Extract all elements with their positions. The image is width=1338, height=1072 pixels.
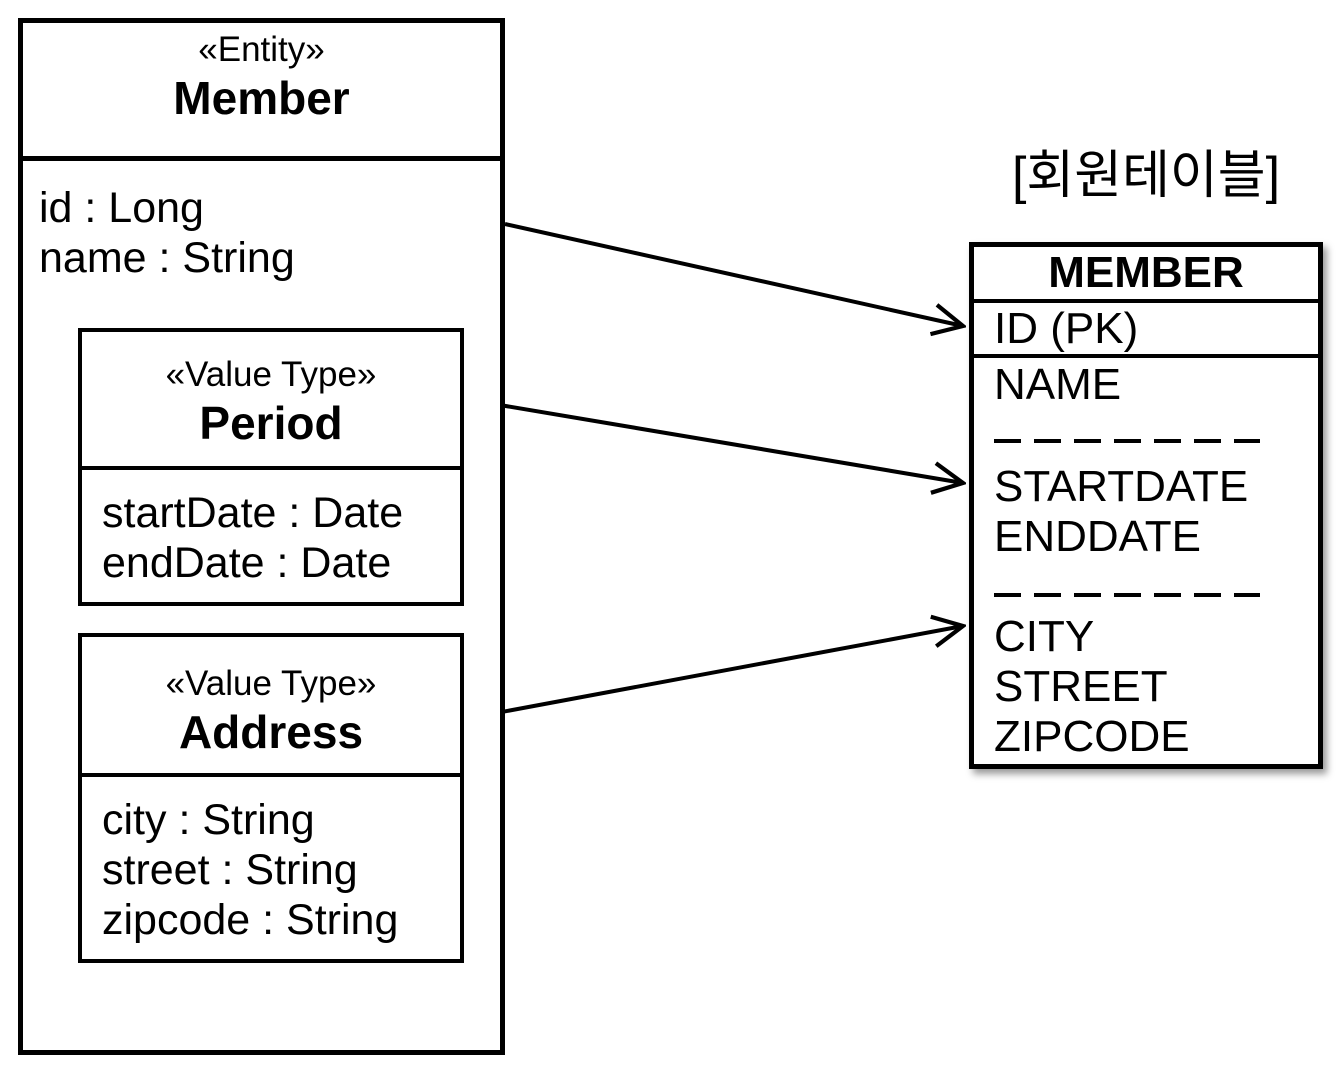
db-table-name: MEMBER bbox=[974, 247, 1318, 303]
db-row-street: STREET bbox=[994, 662, 1168, 711]
valuetype-address-box: «Value Type» Address city : String stree… bbox=[78, 633, 464, 963]
entity-stereotype: «Entity» bbox=[198, 30, 325, 69]
arrow-address-to-city-row bbox=[463, 626, 963, 721]
db-row-enddate: ENDDATE bbox=[994, 512, 1201, 561]
entity-attributes: id : Long name : String bbox=[23, 161, 500, 283]
period-name: Period bbox=[199, 397, 343, 449]
valuetype-period-header: «Value Type» Period bbox=[82, 332, 460, 470]
db-table-caption: [회원테이블] bbox=[1011, 147, 1281, 205]
arrow-period-to-startdate-row bbox=[463, 397, 963, 483]
db-row-name: NAME bbox=[994, 360, 1122, 409]
db-row-city: CITY bbox=[994, 612, 1095, 661]
db-row-id-pk: ID (PK) bbox=[974, 303, 1318, 358]
period-attr-startdate: startDate : Date bbox=[102, 489, 404, 537]
entity-member-header: «Entity» Member bbox=[23, 23, 500, 161]
valuetype-address-header: «Value Type» Address bbox=[82, 637, 460, 777]
period-attributes: startDate : Date endDate : Date bbox=[82, 470, 460, 588]
entity-name: Member bbox=[173, 72, 350, 124]
entity-attr-name: name : String bbox=[39, 234, 295, 282]
valuetype-period-box: «Value Type» Period startDate : Date end… bbox=[78, 328, 464, 606]
period-stereotype: «Value Type» bbox=[165, 355, 377, 394]
arrow-entity-to-id-row bbox=[504, 222, 963, 326]
group-divider-dashed bbox=[994, 439, 1260, 443]
entity-attr-id: id : Long bbox=[39, 184, 204, 232]
db-row-startdate: STARTDATE bbox=[994, 462, 1249, 511]
period-attr-enddate: endDate : Date bbox=[102, 539, 392, 587]
address-attr-zipcode: zipcode : String bbox=[102, 896, 399, 944]
address-attr-city: city : String bbox=[102, 796, 315, 844]
member-db-table: MEMBER ID (PK) NAME STARTDATE ENDDATE CI… bbox=[969, 242, 1323, 769]
address-attributes: city : String street : String zipcode : … bbox=[82, 777, 460, 945]
address-stereotype: «Value Type» bbox=[165, 664, 377, 703]
group-divider-dashed bbox=[994, 593, 1260, 597]
address-name: Address bbox=[178, 706, 364, 758]
db-row-zipcode: ZIPCODE bbox=[994, 712, 1190, 761]
address-attr-street: street : String bbox=[102, 846, 358, 894]
db-table-body: NAME STARTDATE ENDDATE CITY STREET ZIPCO… bbox=[974, 360, 1318, 762]
